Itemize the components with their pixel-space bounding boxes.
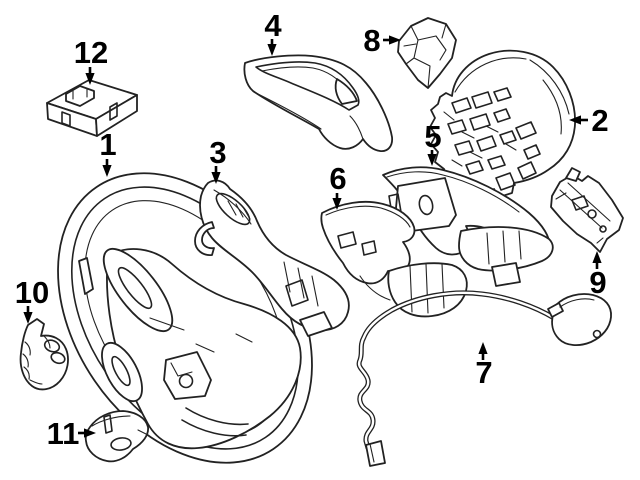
- callout-7: 7: [475, 342, 493, 390]
- part-11-trim-cover: [84, 410, 149, 463]
- callout-12-arrow-head: [85, 73, 95, 85]
- callout-9: 9: [589, 251, 607, 300]
- callout-1-arrow-head: [102, 165, 112, 177]
- part-3-stalk-lever: [194, 179, 350, 337]
- callout-6-arrow-head: [332, 198, 342, 210]
- callout-6: 6: [329, 161, 347, 210]
- callout-2: 2: [569, 103, 609, 138]
- harness-cable-outline: [356, 290, 557, 451]
- callout-7-label: 7: [475, 355, 492, 390]
- callout-12: 12: [74, 35, 108, 85]
- callout-5-arrow-head: [427, 154, 437, 166]
- callout-3-label: 3: [209, 135, 226, 170]
- callout-4-arrow-head: [267, 44, 277, 56]
- callout-10-label: 10: [15, 275, 49, 310]
- part-8-switch-block: [397, 17, 457, 89]
- callout-2-label: 2: [591, 103, 608, 138]
- part-7-wiring-harness: [356, 290, 612, 467]
- callout-11-arrow-head: [84, 428, 96, 438]
- part-4-column-cover: [243, 54, 393, 152]
- part-10-switch-left: [19, 318, 69, 391]
- part-2-airbag-module: [429, 49, 576, 198]
- callout-2-arrow-head: [569, 115, 581, 125]
- callout-4: 4: [264, 8, 282, 56]
- callout-9-label: 9: [589, 265, 606, 300]
- callout-8-label: 8: [363, 23, 380, 58]
- callout-5: 5: [424, 119, 442, 166]
- callout-9-arrow-head: [592, 251, 602, 263]
- callout-1: 1: [99, 127, 117, 177]
- callout-7-arrow-head: [478, 342, 488, 354]
- callout-3: 3: [209, 135, 227, 184]
- callout-8: 8: [363, 23, 401, 58]
- callout-10: 10: [15, 275, 49, 324]
- callout-8-arrow-head: [389, 35, 401, 45]
- callout-10-arrow-head: [23, 312, 33, 324]
- part-12-control-module: [46, 79, 138, 137]
- callout-3-arrow-head: [211, 172, 221, 184]
- callout-11-label: 11: [47, 416, 80, 451]
- part-9-mounting-bracket: [550, 167, 624, 253]
- callout-1-label: 1: [99, 127, 116, 162]
- callout-12-label: 12: [74, 35, 108, 70]
- callout-6-label: 6: [329, 161, 346, 196]
- callout-5-label: 5: [424, 119, 441, 154]
- callout-4-label: 4: [264, 8, 282, 43]
- callout-11: 11: [47, 416, 96, 451]
- harness-cable-core: [357, 291, 556, 450]
